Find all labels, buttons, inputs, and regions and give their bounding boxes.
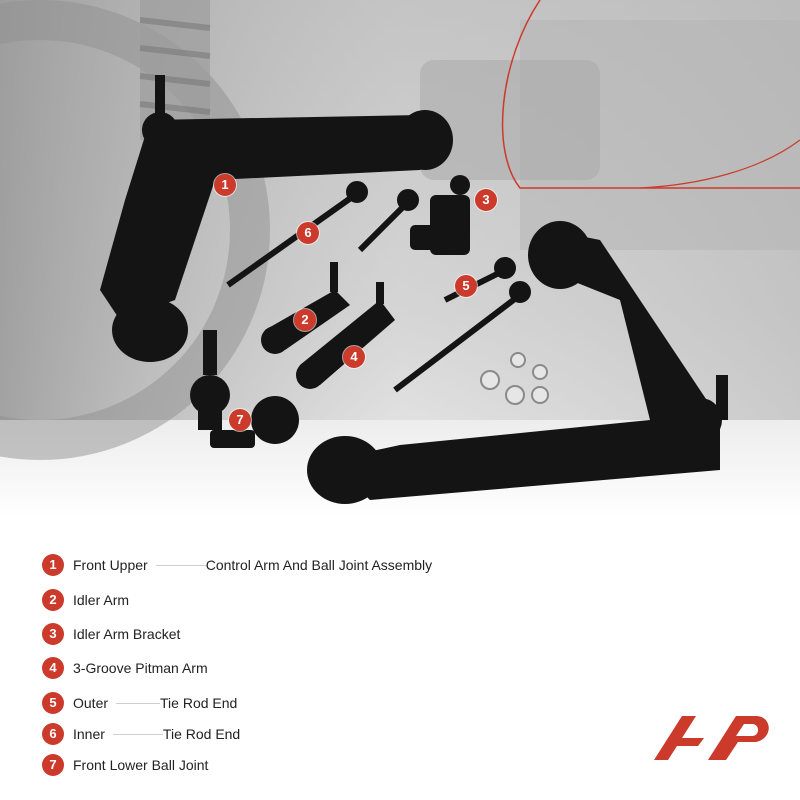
outer-tie-rod-ends <box>393 257 531 393</box>
legend-number: 7 <box>42 754 64 776</box>
legend-label: 3-Groove Pitman Arm <box>73 660 208 676</box>
legend-number: 4 <box>42 657 64 679</box>
legend-number: 3 <box>42 623 64 645</box>
legend-label: Front Lower Ball Joint <box>73 757 209 773</box>
idler-arm-bracket <box>410 175 470 255</box>
legend-number: 6 <box>42 723 64 745</box>
legend-label-2: Control Arm And Ball Joint Assembly <box>205 557 433 573</box>
legend-label: Inner <box>73 726 105 742</box>
upper-control-arm-left <box>100 75 453 362</box>
legend-item-3: 3 Idler Arm Bracket <box>42 622 180 646</box>
legend-item-1: 1 Front Upper Control Arm And Ball Joint… <box>42 553 432 577</box>
inner-tie-rod-ends <box>226 181 419 288</box>
legend-divider-line <box>116 702 161 704</box>
product-photo <box>0 0 800 520</box>
legend-label-2: Tie Rod End <box>160 695 238 711</box>
legend-item-2: 2 Idler Arm <box>42 588 129 612</box>
lower-ball-joints <box>190 330 299 448</box>
legend-item-6: 6 Inner Tie Rod End <box>42 722 240 746</box>
brand-logo-icon <box>654 716 769 760</box>
marker-1: 1 <box>214 174 236 196</box>
marker-4: 4 <box>343 346 365 368</box>
legend-item-5: 5 Outer Tie Rod End <box>42 691 237 715</box>
legend-label: Outer <box>73 695 109 711</box>
legend-number: 5 <box>42 692 64 714</box>
legend-item-4: 4 3-Groove Pitman Arm <box>42 656 208 680</box>
marker-2: 2 <box>294 309 316 331</box>
legend-label: Idler Arm Bracket <box>73 626 181 642</box>
hardware-nuts-washers <box>480 352 549 405</box>
pitman-arm <box>296 282 395 389</box>
background-tire <box>0 0 270 460</box>
legend-number: 1 <box>42 554 64 576</box>
logo-shape-left <box>654 716 704 760</box>
red-curve-line-2 <box>639 139 800 189</box>
marker-5: 5 <box>455 275 477 297</box>
legend-label-2: Tie Rod End <box>162 726 241 742</box>
background-engine <box>420 60 600 180</box>
legend-label: Idler Arm <box>73 592 130 608</box>
legend-divider-line <box>155 564 206 566</box>
legend-label: Front Upper <box>73 557 148 573</box>
legend-item-7: 7 Front Lower Ball Joint <box>42 753 208 777</box>
marker-6: 6 <box>297 222 319 244</box>
marker-3: 3 <box>475 189 497 211</box>
logo-shape-right <box>708 716 769 760</box>
marker-7: 7 <box>229 409 251 431</box>
legend-number: 2 <box>42 589 64 611</box>
red-curve-line <box>501 0 800 189</box>
background-spring-ridges <box>139 17 211 115</box>
upper-control-arm-right <box>307 221 728 504</box>
legend-divider-line <box>112 733 163 735</box>
